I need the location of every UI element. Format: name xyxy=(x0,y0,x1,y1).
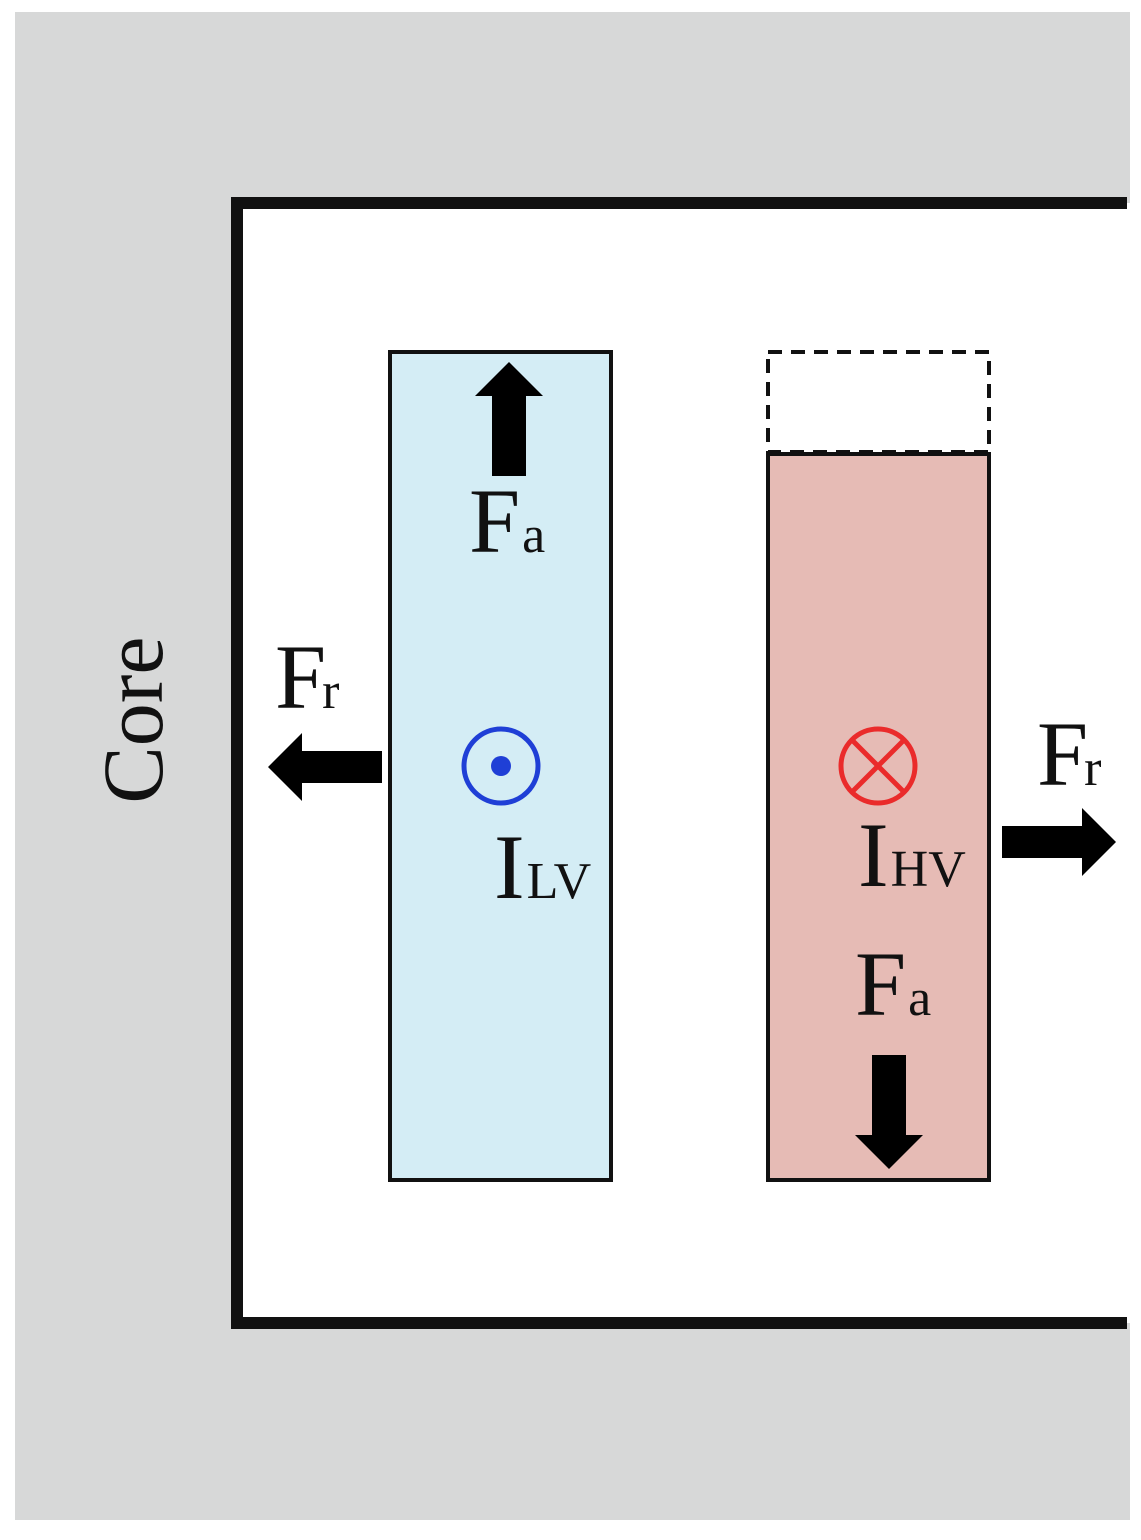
axial-subscript: a xyxy=(522,507,545,564)
force-symbol: F xyxy=(469,470,520,572)
hv-axial-force-arrow xyxy=(855,1055,923,1169)
current-symbol: I xyxy=(858,804,889,906)
lv-radial-force-arrow xyxy=(268,733,382,801)
lv-axial-force-arrow xyxy=(475,362,543,476)
hv-current-circle xyxy=(838,726,918,806)
hv-axial-force-label: Fa xyxy=(855,933,931,1035)
lv-axial-force-label: Fa xyxy=(469,470,545,572)
hv-radial-force-label: Fr xyxy=(1037,703,1102,805)
current-symbol: I xyxy=(494,816,525,918)
lv-subscript: LV xyxy=(527,853,592,910)
hv-radial-force-arrow xyxy=(1002,808,1116,876)
lv-current-label: ILV xyxy=(494,816,591,918)
lv-current-circle xyxy=(461,726,541,806)
radial-subscript: r xyxy=(1084,740,1101,797)
force-symbol: F xyxy=(1037,703,1088,805)
hv-subscript: HV xyxy=(891,841,966,898)
lv-current-out-of-page-symbol xyxy=(461,726,541,806)
axial-subscript: a xyxy=(908,970,931,1027)
core-label: Core xyxy=(85,636,181,803)
hv-current-label: IHV xyxy=(858,804,966,906)
lv-current-dot xyxy=(491,756,511,776)
force-symbol: F xyxy=(275,626,326,728)
hv-current-into-page-symbol xyxy=(838,726,918,806)
force-symbol: F xyxy=(855,933,906,1035)
lv-radial-force-label: Fr xyxy=(275,626,340,728)
radial-subscript: r xyxy=(322,663,339,720)
core-window-outline xyxy=(231,197,1127,1329)
hv-current-cross-b xyxy=(850,738,906,794)
